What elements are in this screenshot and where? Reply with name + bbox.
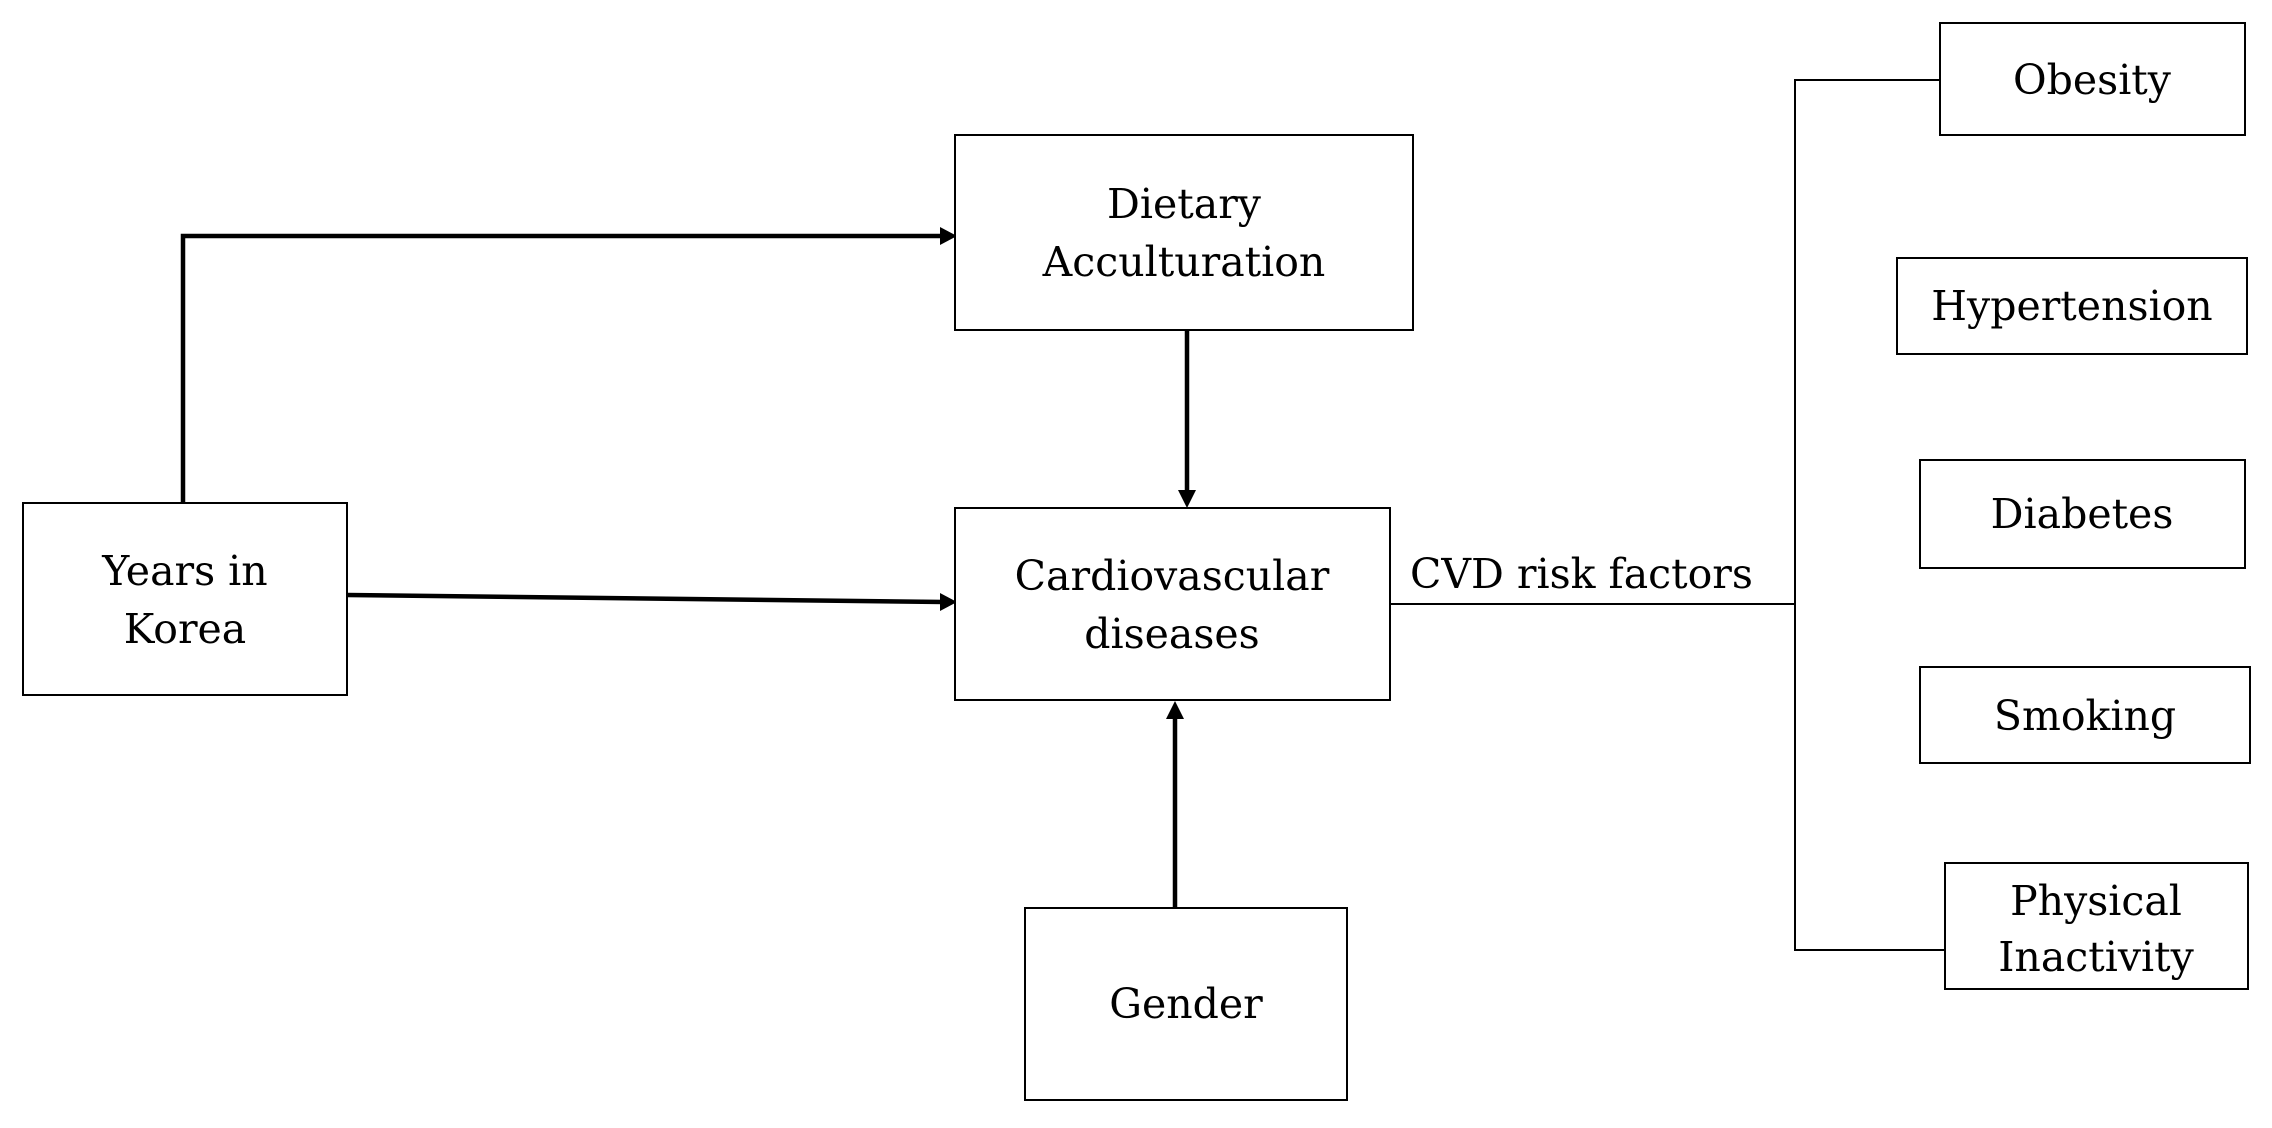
risk-factor-bracket [1794,79,1945,951]
arrowhead-to-cvd-from-gender [1166,701,1184,719]
node-cvd-label-line2: diseases [1084,610,1259,658]
risk-factor-diabetes: Diabetes [1919,459,2246,569]
risk-factor-diabetes-label: Diabetes [1991,490,2174,538]
arrowhead-to-cvd-from-years [940,593,957,611]
risk-factor-physical-inactivity: Physical Inactivity [1944,862,2249,990]
node-cardiovascular-diseases: Cardiovascular diseases [954,507,1391,701]
node-gender-label: Gender [1109,980,1263,1028]
node-dietary-acculturation: Dietary Acculturation [954,134,1414,331]
risk-factor-smoking-label: Smoking [1994,692,2176,740]
arrowhead-to-cvd-from-dietary [1178,490,1196,508]
risk-factor-hypertension: Hypertension [1896,257,2248,355]
connector-years-to-dietary [180,233,944,503]
risk-factor-physical-inactivity-label-line2: Inactivity [1998,933,2194,981]
risk-factor-obesity: Obesity [1939,22,2246,136]
node-years-in-korea: Years in Korea [22,502,348,696]
risk-factor-obesity-label: Obesity [2013,56,2172,104]
node-gender: Gender [1024,907,1348,1101]
connector-years-to-cvd [346,592,945,605]
node-dietary-label-line2: Acculturation [1042,238,1326,286]
node-cvd-label-line1: Cardiovascular [1015,552,1330,600]
node-years-label-line2: Korea [124,605,247,653]
arrowhead-to-dietary [940,227,957,245]
risk-factor-physical-inactivity-label-line1: Physical [2010,877,2182,925]
risk-factor-smoking: Smoking [1919,666,2251,764]
risk-factor-hypertension-label: Hypertension [1931,282,2212,330]
edge-label-cvd-risk-factors: CVD risk factors [1410,550,1753,598]
node-years-label-line1: Years in [101,547,267,595]
node-dietary-label-line1: Dietary [1107,180,1262,228]
